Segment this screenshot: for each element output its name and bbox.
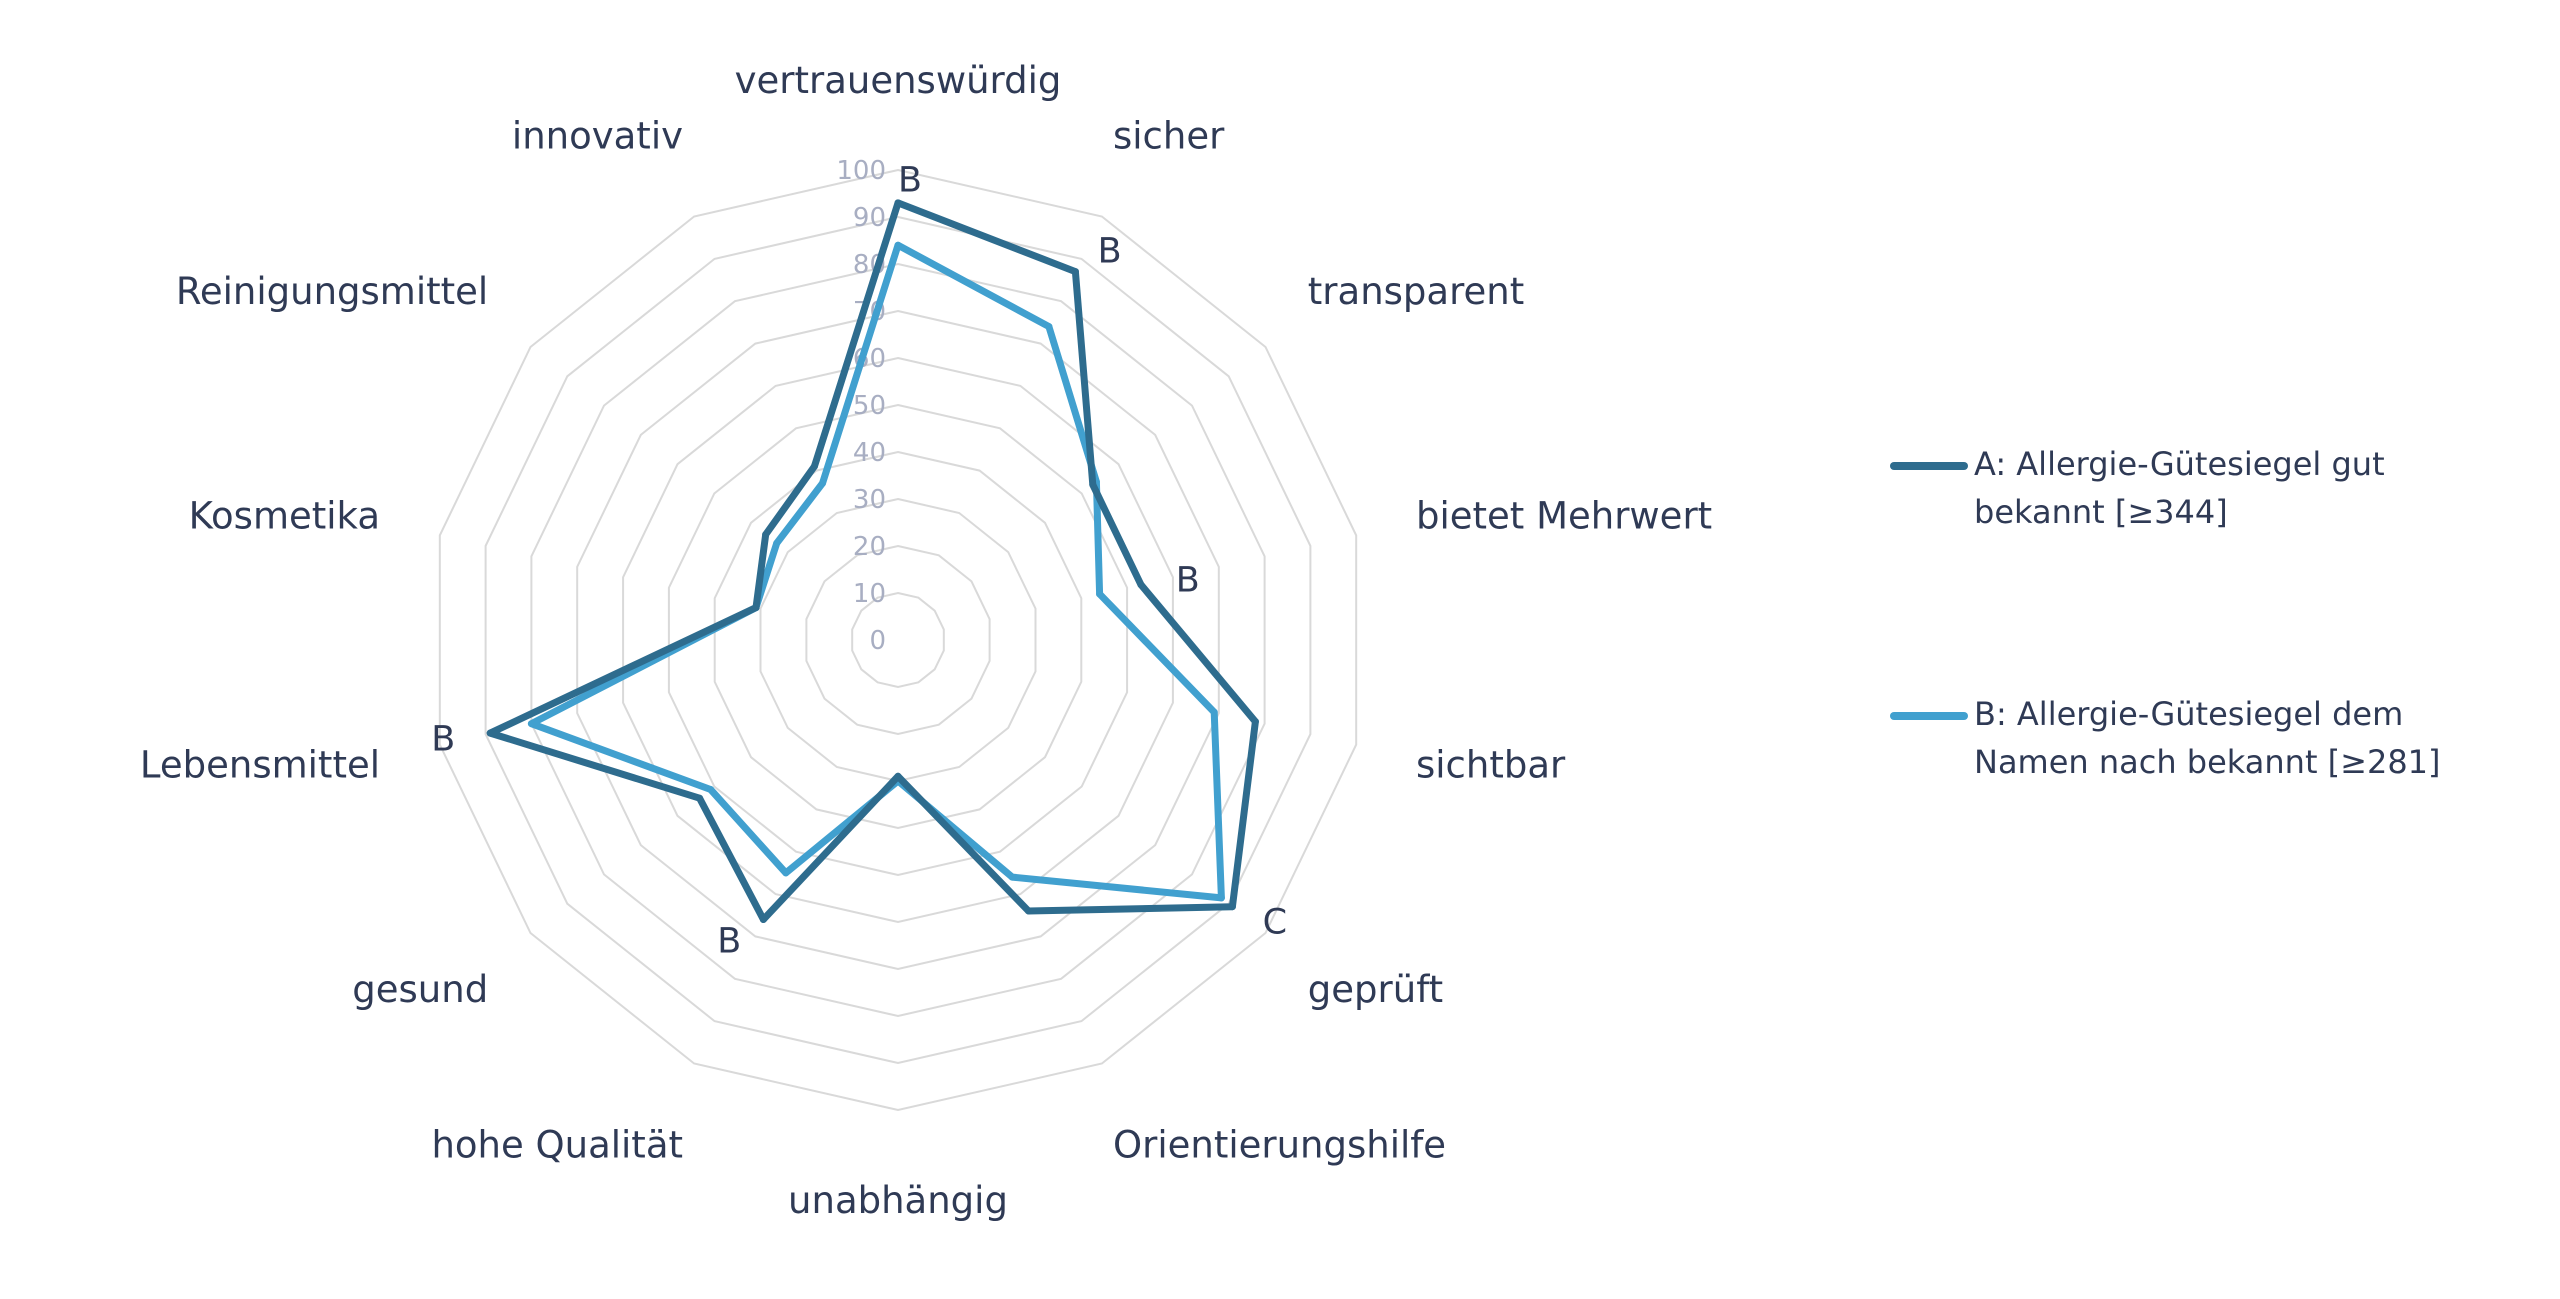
axis-label: gesund xyxy=(352,968,488,1011)
tick-label: 50 xyxy=(853,391,886,421)
grid-ring-80 xyxy=(530,262,1266,1018)
data-point-a xyxy=(752,604,760,612)
data-point-b xyxy=(1008,873,1016,881)
data-point-a xyxy=(1089,481,1097,489)
legend-label-series-a: A: Allergie-Gütesiegel gut bekannt [≥344… xyxy=(1974,440,2514,536)
tick-label: 90 xyxy=(853,203,886,233)
tick-label: 20 xyxy=(853,532,886,562)
significance-label: C xyxy=(1263,902,1287,942)
legend-label-line: Namen nach bekannt [≥281] xyxy=(1974,743,2441,781)
grid-ring-40 xyxy=(713,450,1083,830)
data-point-a xyxy=(1137,581,1145,589)
axis-label: Kosmetika xyxy=(189,494,380,537)
significance-label: B xyxy=(898,160,922,200)
significance-label: B xyxy=(431,719,455,759)
grid-ring-30 xyxy=(759,497,1037,783)
legend: A: Allergie-Gütesiegel gut bekannt [≥344… xyxy=(1890,440,2530,940)
grid-ring-90 xyxy=(484,215,1312,1065)
axis-label: Lebensmittel xyxy=(140,744,380,787)
grid-ring-50 xyxy=(667,403,1129,877)
data-point-b xyxy=(819,479,826,487)
data-point-a xyxy=(486,729,494,737)
legend-item-series-a: A: Allergie-Gütesiegel gut bekannt [≥344… xyxy=(1890,440,2530,550)
axis-label: transparent xyxy=(1308,270,1524,313)
data-point-a xyxy=(1228,903,1236,911)
data-point-a xyxy=(894,772,902,780)
legend-label-line: A: Allergie-Gütesiegel gut xyxy=(1974,445,2385,483)
data-point-b xyxy=(782,869,790,877)
axis-label: bietet Mehrwert xyxy=(1416,494,1712,537)
grid-ring-70 xyxy=(576,309,1220,971)
legend-item-series-b: B: Allergie-Gütesiegel dem Namen nach be… xyxy=(1890,690,2530,800)
data-point-a xyxy=(1071,268,1079,276)
significance-label: B xyxy=(717,922,741,962)
data-point-a xyxy=(759,916,767,923)
axis-label: Orientierungshilfe xyxy=(1113,1124,1446,1167)
legend-swatch-series-b xyxy=(1890,712,1968,720)
legend-label-series-b: B: Allergie-Gütesiegel dem Namen nach be… xyxy=(1974,690,2514,786)
axis-label: vertrauenswürdig xyxy=(735,59,1062,102)
data-point-b xyxy=(527,720,535,728)
data-point-a xyxy=(810,462,818,470)
tick-label: 10 xyxy=(853,579,886,609)
data-point-b xyxy=(1045,323,1053,331)
grid-ring-100 xyxy=(438,168,1358,1112)
grid-ring-20 xyxy=(805,544,991,736)
significance-label: B xyxy=(1098,231,1122,271)
data-point-b xyxy=(707,786,715,793)
data-point-b xyxy=(1210,708,1218,716)
axis-label: innovativ xyxy=(512,115,683,158)
data-point-b xyxy=(1217,894,1225,902)
data-point-a xyxy=(696,794,704,802)
data-point-b xyxy=(1096,590,1104,598)
tick-label: 30 xyxy=(853,485,886,515)
legend-swatch-series-a xyxy=(1890,462,1968,470)
significance-labels: B B B C B B xyxy=(431,160,1287,961)
legend-label-line: B: Allergie-Gütesiegel dem xyxy=(1974,695,2404,733)
radar-series xyxy=(486,199,1259,923)
data-point-a xyxy=(1251,718,1259,726)
tick-label: 100 xyxy=(836,156,886,186)
data-point-a xyxy=(762,531,770,538)
radar-axis-labels: vertrauenswürdig sicher transparent bietet … xyxy=(140,59,1712,1222)
data-point-a xyxy=(1025,907,1032,915)
data-point-b xyxy=(894,241,902,249)
axis-label: unabhängig xyxy=(788,1179,1008,1222)
data-point-a xyxy=(894,199,902,207)
legend-label-line: bekannt [≥344] xyxy=(1974,493,2228,531)
data-point-b xyxy=(773,539,781,547)
axis-label: Reinigungsmittel xyxy=(176,270,488,313)
grid-ring-60 xyxy=(622,356,1174,924)
grid-ring-10 xyxy=(851,591,945,689)
radar-grid xyxy=(438,168,1358,1112)
significance-label: B xyxy=(1176,560,1200,600)
tick-label: 40 xyxy=(853,438,886,468)
axis-label: sicher xyxy=(1113,115,1225,158)
axis-label: hohe Qualität xyxy=(431,1124,683,1167)
tick-label: 0 xyxy=(869,626,886,656)
axis-label: sichtbar xyxy=(1416,744,1566,787)
axis-label: geprüft xyxy=(1308,968,1443,1011)
